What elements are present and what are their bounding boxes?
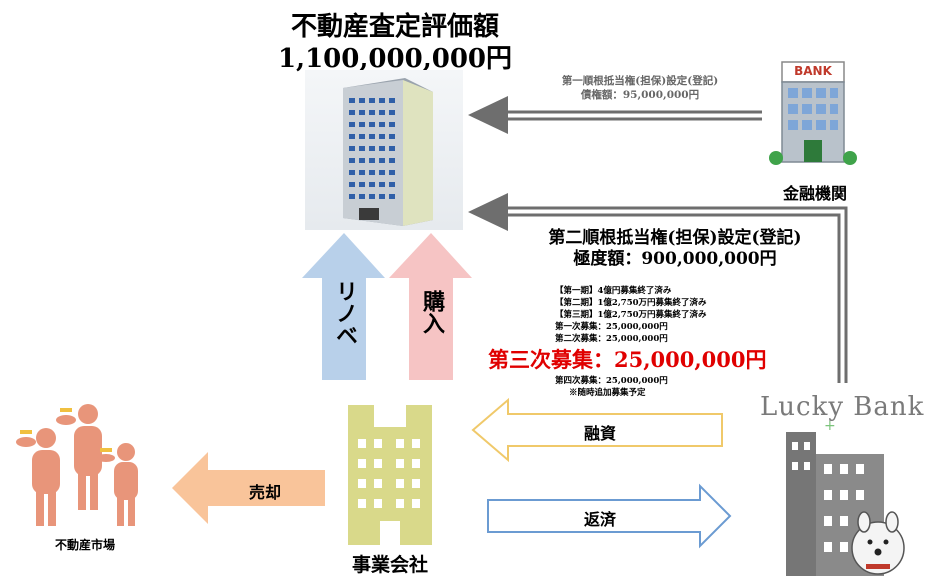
purchase-arrow (389, 233, 472, 380)
second-mortgage-arrow (468, 193, 848, 383)
bank-illustration: BANK (768, 58, 858, 178)
first-mortgage-note: 第一順根抵当権(担保)設定(登記) 債権額：95,000,000円 (520, 74, 760, 102)
first-mortgage-line2: 債権額：95,000,000円 (580, 89, 700, 101)
funding-item: 第四次募集：25,000,000円 (555, 376, 668, 386)
second-mortgage-line1: 第二順根抵当権(担保)設定(登記) (548, 228, 802, 248)
finance-label: 融資 (583, 424, 616, 443)
second-mortgage-note: 第二順根抵当権(担保)設定(登記) 極度額：900,000,000円 (505, 228, 845, 270)
bank-sign: BANK (794, 64, 832, 78)
lucky-bank-illustration: + (780, 418, 930, 580)
funding-item: 【第三期】1億2,750万円募集終了済み (555, 310, 707, 320)
sell-label: 売却 (248, 483, 281, 502)
third-round-highlight: 第三次募集：25,000,000円 (488, 347, 767, 372)
svg-text:+: + (824, 420, 836, 434)
funding-list-after: 第四次募集：25,000,000円 ※随時追加募集予定 (555, 375, 755, 399)
appraisal-amount: 1,100,000,000円 (277, 44, 513, 74)
lucky-bank-building-icon: + (786, 418, 905, 576)
first-mortgage-arrow (468, 96, 762, 134)
company-label: 事業会社 (351, 554, 428, 576)
market-label: 不動産市場 (54, 538, 115, 552)
funding-item: 第一次募集：25,000,000円 (555, 322, 668, 332)
purchase-label: 購入 (419, 290, 445, 334)
repay-arrow (487, 483, 732, 549)
funding-item: 第二次募集：25,000,000円 (555, 334, 668, 344)
company-building-icon (348, 405, 432, 545)
market-illustration (8, 400, 158, 530)
dog-mascot-icon (851, 511, 905, 575)
funding-item: 【第一期】4億円募集終了済み (555, 286, 672, 296)
people-money-icon (16, 404, 138, 526)
lucky-bank-logo: Lucky Bank (760, 392, 925, 422)
property-building-panel (305, 70, 463, 230)
second-mortgage-line2: 極度額：900,000,000円 (573, 249, 777, 269)
first-mortgage-line1: 第一順根抵当権(担保)設定(登記) (561, 75, 719, 87)
office-building-icon (343, 78, 433, 226)
funding-list: 【第一期】4億円募集終了済み 【第二期】1億2,750万円募集終了済み 【第三期… (555, 285, 755, 345)
repay-label: 返済 (583, 510, 616, 529)
appraisal-title: 不動産査定評価額 (290, 12, 499, 42)
bank-building-icon (769, 61, 857, 165)
funding-item: 【第二期】1億2,750万円募集終了済み (555, 298, 707, 308)
renovation-label: リノベ (332, 280, 358, 346)
bank-label: 金融機関 (782, 184, 847, 203)
funding-item: ※随時追加募集予定 (569, 388, 646, 398)
finance-arrow (471, 397, 723, 463)
company-illustration (348, 405, 432, 545)
sell-arrow (172, 452, 325, 524)
renovation-arrow (302, 233, 385, 380)
